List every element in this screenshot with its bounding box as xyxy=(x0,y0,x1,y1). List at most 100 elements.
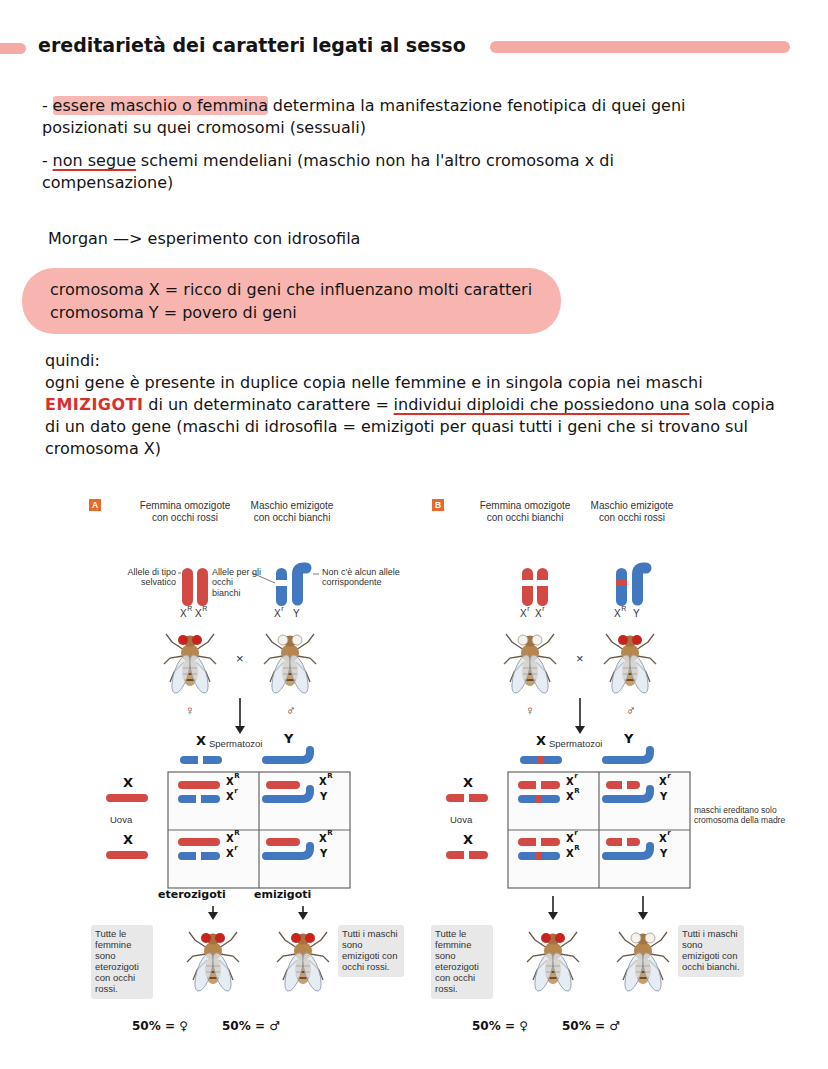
node-text: Tutti i maschi sono emizigoti con occhi … xyxy=(342,929,400,973)
node-text: cromosoma Y = povero di geni xyxy=(50,301,533,324)
label-slot: ♀ xyxy=(525,704,535,719)
handwritten-label: eterozigoti xyxy=(158,889,226,901)
label-slot: Spermatozoi xyxy=(549,739,602,750)
handwritten-label: X xyxy=(226,833,234,844)
note-text: di un determinato carattere = xyxy=(148,395,389,414)
figure-label: ♀ xyxy=(525,704,535,719)
figure-label: Spermatozoi xyxy=(549,739,602,750)
handwritten-label: X xyxy=(123,833,133,847)
label-slot: X xyxy=(659,833,667,844)
label-slot: r xyxy=(667,830,670,838)
handwritten-label: R xyxy=(327,773,332,781)
figure-label: Uova xyxy=(110,815,132,826)
handwritten-label: X xyxy=(536,734,546,748)
figure-label: R xyxy=(202,605,207,613)
label-slot: Y xyxy=(320,791,327,802)
note-text: non segue xyxy=(53,151,136,170)
label-slot: R xyxy=(621,605,626,613)
figure-label: ♂ xyxy=(286,704,296,719)
handwritten-label: R xyxy=(574,788,579,796)
figure-label: × xyxy=(576,652,584,667)
label-slot: Femmina omozigote con occhi bianchi xyxy=(479,500,571,523)
label-slot: ♂ xyxy=(286,704,296,719)
label-slot: Maschio emizigote con occhi rossi xyxy=(586,500,678,523)
label-slot: X xyxy=(659,776,667,787)
caption-box: Tutte le femmine sono eterozigoti con oc… xyxy=(91,925,153,999)
label-slot: r xyxy=(574,773,577,781)
label-slot: X xyxy=(226,848,234,859)
figure-label: Uova xyxy=(450,815,472,826)
note-text: ogni gene è presente in duplice copia ne… xyxy=(45,373,703,392)
label-slot: X xyxy=(196,734,206,748)
label-slot: R xyxy=(187,605,192,613)
figure-label: Allele di tipo selvatico xyxy=(104,567,176,588)
caption-box: Tutti i maschi sono emizigoti con occhi … xyxy=(338,925,404,977)
label-slot: X xyxy=(226,776,234,787)
note-paragraph: Morgan —> esperimento con idrosofila xyxy=(48,228,748,250)
label-slot: r xyxy=(234,788,237,796)
label-slot: r xyxy=(542,605,544,613)
label-slot: Y xyxy=(624,732,633,746)
figure-label: Spermatozoi xyxy=(209,739,262,750)
node-text: Tutti i maschi sono emizigoti con occhi … xyxy=(682,929,740,973)
handwritten-label: 50% = ♂ xyxy=(562,1020,620,1033)
handwritten-label: X xyxy=(226,791,234,802)
label-slot: Y xyxy=(284,732,293,746)
figure-label: × xyxy=(236,652,244,667)
note-text: EMIZIGOTI xyxy=(45,395,143,414)
label-slot: Non c'è alcun allele corrispondente xyxy=(322,567,402,588)
figure-label: ♂ xyxy=(626,704,636,719)
label-slot: r xyxy=(234,845,237,853)
handwritten-label: r xyxy=(574,830,577,838)
label-slot: X xyxy=(274,608,281,620)
label-slot: 50% = ♀ xyxy=(132,1020,188,1033)
label-slot: Y xyxy=(633,608,640,620)
figure-label: Y xyxy=(293,608,300,620)
label-slot: X xyxy=(463,776,473,790)
label-slot: R xyxy=(574,845,579,853)
handwritten-label: 50% = ♀ xyxy=(132,1020,188,1033)
label-slot: R xyxy=(234,773,239,781)
label-slot: r xyxy=(667,773,670,781)
label-slot: Uova xyxy=(110,815,132,826)
handwritten-label: emizigoti xyxy=(254,889,311,901)
panel-letter: A xyxy=(89,499,101,511)
handwritten-label: R xyxy=(234,830,239,838)
note-paragraph: EMIZIGOTIdi un determinato carattere =in… xyxy=(45,394,785,460)
label-slot: X xyxy=(226,833,234,844)
label-slot: R xyxy=(327,773,332,781)
label-slot: X xyxy=(123,776,133,790)
figure-label: Maschio emizigote con occhi rossi xyxy=(586,500,678,523)
note-paragraph: ogni gene è presente in duplice copia ne… xyxy=(45,372,823,394)
note-paragraph: -essere maschio o femminadetermina la ma… xyxy=(42,95,737,139)
label-slot: X xyxy=(319,776,327,787)
figure-label: R xyxy=(187,605,192,613)
label-slot: × xyxy=(236,652,244,667)
label-slot: Y xyxy=(293,608,300,620)
label-slot: X xyxy=(566,833,574,844)
handwritten-label: R xyxy=(234,773,239,781)
handwritten-label: X xyxy=(226,776,234,787)
handwritten-label: Y xyxy=(320,791,327,802)
label-slot: R xyxy=(234,830,239,838)
label-slot: X xyxy=(536,734,546,748)
label-slot: X xyxy=(463,833,473,847)
label-slot: maschi ereditano solo cromosoma della ma… xyxy=(694,806,802,826)
figure-label: Y xyxy=(633,608,640,620)
handwritten-label: X xyxy=(226,848,234,859)
label-slot: Allele di tipo selvatico xyxy=(104,567,176,588)
label-slot: Y xyxy=(320,848,327,859)
figure-label: Femmina omozigote con occhi bianchi xyxy=(479,500,571,523)
figure-label: Maschio emizigote con occhi bianchi xyxy=(246,500,338,523)
note-paragraph: -non segueschemi mendeliani (maschio non… xyxy=(42,150,737,194)
label-slot: X xyxy=(566,848,574,859)
handwritten-label: Y xyxy=(284,732,293,746)
note-text: quindi: xyxy=(45,351,100,370)
label-slot: emizigoti xyxy=(254,889,311,901)
label-slot: R xyxy=(574,788,579,796)
label-slot: 50% = ♀ xyxy=(472,1020,528,1033)
label-slot: Allele per gli occhi bianchi xyxy=(212,567,262,598)
handwritten-label: X xyxy=(566,833,574,844)
label-slot: X xyxy=(535,608,542,620)
